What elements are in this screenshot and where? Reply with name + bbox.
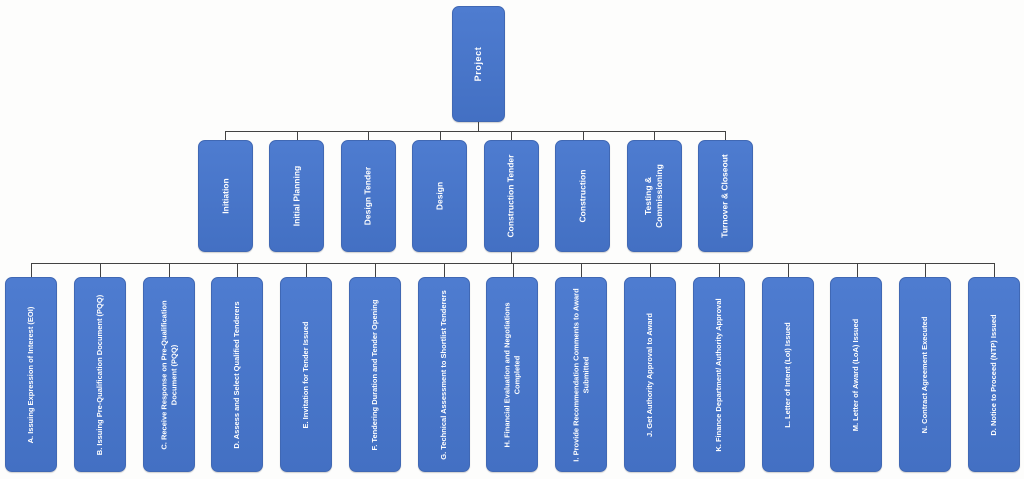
node-step-d-label: D. Assess and Select Qualified Tenderers xyxy=(232,300,242,449)
connector-stub-step-15 xyxy=(994,263,995,277)
node-project: Project xyxy=(452,6,505,122)
phase-row: Initiation Initial Planning Design Tende… xyxy=(198,140,753,252)
connector-stub-step-6 xyxy=(375,263,376,277)
connector-stub-step-10 xyxy=(650,263,651,277)
node-step-h-label: H. Financial Evaluation and Negotiations… xyxy=(502,301,522,448)
node-design-tender-label: Design Tender xyxy=(362,166,373,226)
connector-stub-step-14 xyxy=(925,263,926,277)
node-construction: Construction xyxy=(555,140,611,252)
connector-stub-phase-2 xyxy=(297,131,298,140)
connector-stub-step-2 xyxy=(100,263,101,277)
connector-root-stem xyxy=(478,122,479,132)
node-step-e-label: E. Invitation for Tender Issued xyxy=(301,321,311,428)
node-step-d: D. Assess and Select Qualified Tenderers xyxy=(211,277,264,472)
node-step-h: H. Financial Evaluation and Negotiations… xyxy=(486,277,539,472)
connector-stub-step-11 xyxy=(719,263,720,277)
node-step-i: I. Provide Recommendation Comments to Aw… xyxy=(555,277,608,472)
node-step-m: M. Letter of Award (LoA) Issued xyxy=(830,277,883,472)
node-step-c: C. Receive Response on Pre-Qualification… xyxy=(142,277,195,472)
node-step-i-label: I. Provide Recommendation Comments to Aw… xyxy=(571,287,591,462)
node-step-f: F. Tendering Duration and Tender Opening xyxy=(348,277,401,472)
node-design: Design xyxy=(412,140,468,252)
connector-phase-bus xyxy=(225,131,726,132)
node-construction-tender-label: Construction Tender xyxy=(505,154,516,238)
node-step-l: L. Letter of Intent (LoI) Issued xyxy=(761,277,814,472)
connector-stub-step-3 xyxy=(169,263,170,277)
node-step-b: B. Issuing Pre-Qualification Document (P… xyxy=(73,277,126,472)
connector-stub-phase-6 xyxy=(583,131,584,140)
connector-stub-phase-4 xyxy=(440,131,441,140)
node-step-j: J. Get Authority Approval to Award xyxy=(624,277,677,472)
node-step-ntp: D. Notice to Proceed (NTP) Issued xyxy=(967,277,1020,472)
node-testing-commissioning-label: Testing & Commissioning xyxy=(642,164,665,228)
node-turnover-closeout: Turnover & Closeout xyxy=(697,140,753,252)
node-step-j-label: J. Get Authority Approval to Award xyxy=(645,312,655,437)
steps-row: A. Issuing Expression of Interest (EOI) … xyxy=(5,277,1020,472)
node-step-n: N. Contract Agreement Executed xyxy=(899,277,952,472)
node-step-l-label: L. Letter of Intent (LoI) Issued xyxy=(782,321,792,428)
node-initiation-label: Initiation xyxy=(219,178,230,214)
connector-stub-phase-7 xyxy=(654,131,655,140)
node-design-label: Design xyxy=(434,181,445,211)
node-initial-planning: Initial Planning xyxy=(269,140,325,252)
connector-stub-step-9 xyxy=(581,263,582,277)
node-project-label: Project xyxy=(472,46,483,82)
connector-stub-step-1 xyxy=(31,263,32,277)
node-testing-commissioning: Testing & Commissioning xyxy=(626,140,682,252)
connector-construction-tender-stem xyxy=(511,252,512,263)
node-step-a: A. Issuing Expression of Interest (EOI) xyxy=(5,277,57,472)
connector-stub-step-13 xyxy=(857,263,858,277)
node-construction-label: Construction xyxy=(577,169,588,223)
node-step-c-label: C. Receive Response on Pre-Qualification… xyxy=(158,299,178,450)
node-turnover-closeout-label: Turnover & Closeout xyxy=(719,154,730,238)
connector-stub-phase-8 xyxy=(725,131,726,140)
connector-stub-phase-3 xyxy=(368,131,369,140)
node-step-ntp-label: D. Notice to Proceed (NTP) Issued xyxy=(989,313,999,436)
connector-stub-step-4 xyxy=(237,263,238,277)
node-initiation: Initiation xyxy=(198,140,253,252)
node-design-tender: Design Tender xyxy=(340,140,396,252)
connector-stub-step-8 xyxy=(513,263,514,277)
connector-stub-step-12 xyxy=(788,263,789,277)
node-initial-planning-label: Initial Planning xyxy=(291,165,302,227)
node-step-m-label: M. Letter of Award (LoA) Issued xyxy=(851,318,861,431)
connector-stub-step-5 xyxy=(306,263,307,277)
connector-stub-step-7 xyxy=(444,263,445,277)
node-step-k-label: K. Finance Department/ Authority Approva… xyxy=(713,297,723,452)
node-step-a-label: A. Issuing Expression of Interest (EOI) xyxy=(26,306,36,443)
node-step-g-label: G. Technical Assessment to Shortlist Ten… xyxy=(438,289,448,460)
node-step-e: E. Invitation for Tender Issued xyxy=(280,277,333,472)
node-construction-tender: Construction Tender xyxy=(483,140,539,252)
connector-stub-phase-5 xyxy=(511,131,512,140)
node-step-f-label: F. Tendering Duration and Tender Opening xyxy=(370,299,380,450)
node-step-b-label: B. Issuing Pre-Qualification Document (P… xyxy=(94,294,104,455)
connector-steps-bus xyxy=(31,263,994,264)
connector-stub-phase-1 xyxy=(225,131,226,140)
node-step-k: K. Finance Department/ Authority Approva… xyxy=(692,277,745,472)
node-step-n-label: N. Contract Agreement Executed xyxy=(920,316,930,433)
node-step-g: G. Technical Assessment to Shortlist Ten… xyxy=(417,277,470,472)
